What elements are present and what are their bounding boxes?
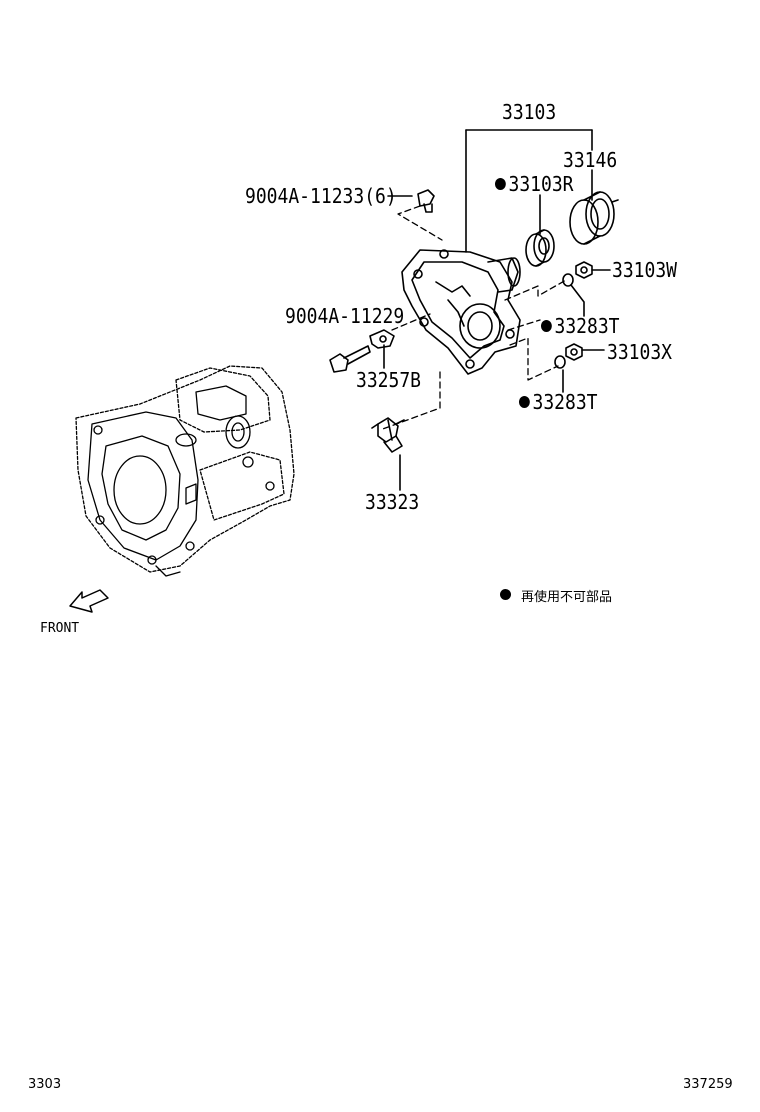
extension-housing-33103 xyxy=(401,249,521,375)
washer-33283t-b xyxy=(554,355,566,369)
lock-plate-33257b xyxy=(369,329,395,349)
driven-gear-33323 xyxy=(371,417,405,453)
legend: 再使用不可部品 xyxy=(500,586,612,605)
non-reusable-marker-icon xyxy=(519,396,530,408)
assembly-dashed-lines xyxy=(379,205,567,431)
label-part-33103x: 33103X xyxy=(607,340,673,364)
front-direction-label: FRONT xyxy=(40,621,80,636)
non-reusable-marker-icon xyxy=(541,320,552,332)
non-reusable-marker-icon xyxy=(495,178,506,190)
legend-text: 再使用不可部品 xyxy=(521,590,613,605)
nut-33103w xyxy=(575,261,593,279)
label-part-33257b: 33257B xyxy=(356,368,422,392)
bolt-9004a-11229 xyxy=(329,345,371,373)
washer-33283t-a xyxy=(562,273,574,287)
leader-33103 xyxy=(465,129,593,253)
leader-33283t-a xyxy=(570,284,585,317)
label-part-9004a-11233: 9004A-11233(6) xyxy=(245,184,397,208)
page-code: 3303 xyxy=(28,1077,62,1092)
label-part-9004a-11229: 9004A-11229 xyxy=(285,304,405,328)
non-reusable-marker-icon xyxy=(500,589,511,600)
transmission-case xyxy=(75,365,295,577)
label-part-33323: 33323 xyxy=(365,490,420,514)
oil-seal-33146 xyxy=(569,191,619,245)
label-part-33283t-b: 33283T xyxy=(519,392,598,412)
label-part-33146: 33146 xyxy=(563,148,618,172)
front-arrow-icon xyxy=(69,589,109,613)
label-part-33103: 33103 xyxy=(502,100,557,124)
bolt-9004a-11233 xyxy=(417,189,435,213)
label-part-33283t-a: 33283T xyxy=(541,316,620,336)
label-part-33103w: 33103W xyxy=(612,258,678,282)
nut-33103x xyxy=(565,343,583,361)
bearing-33103r xyxy=(525,229,555,267)
figure-number: 337259 xyxy=(683,1077,733,1092)
label-part-33103r: 33103R xyxy=(495,174,574,194)
